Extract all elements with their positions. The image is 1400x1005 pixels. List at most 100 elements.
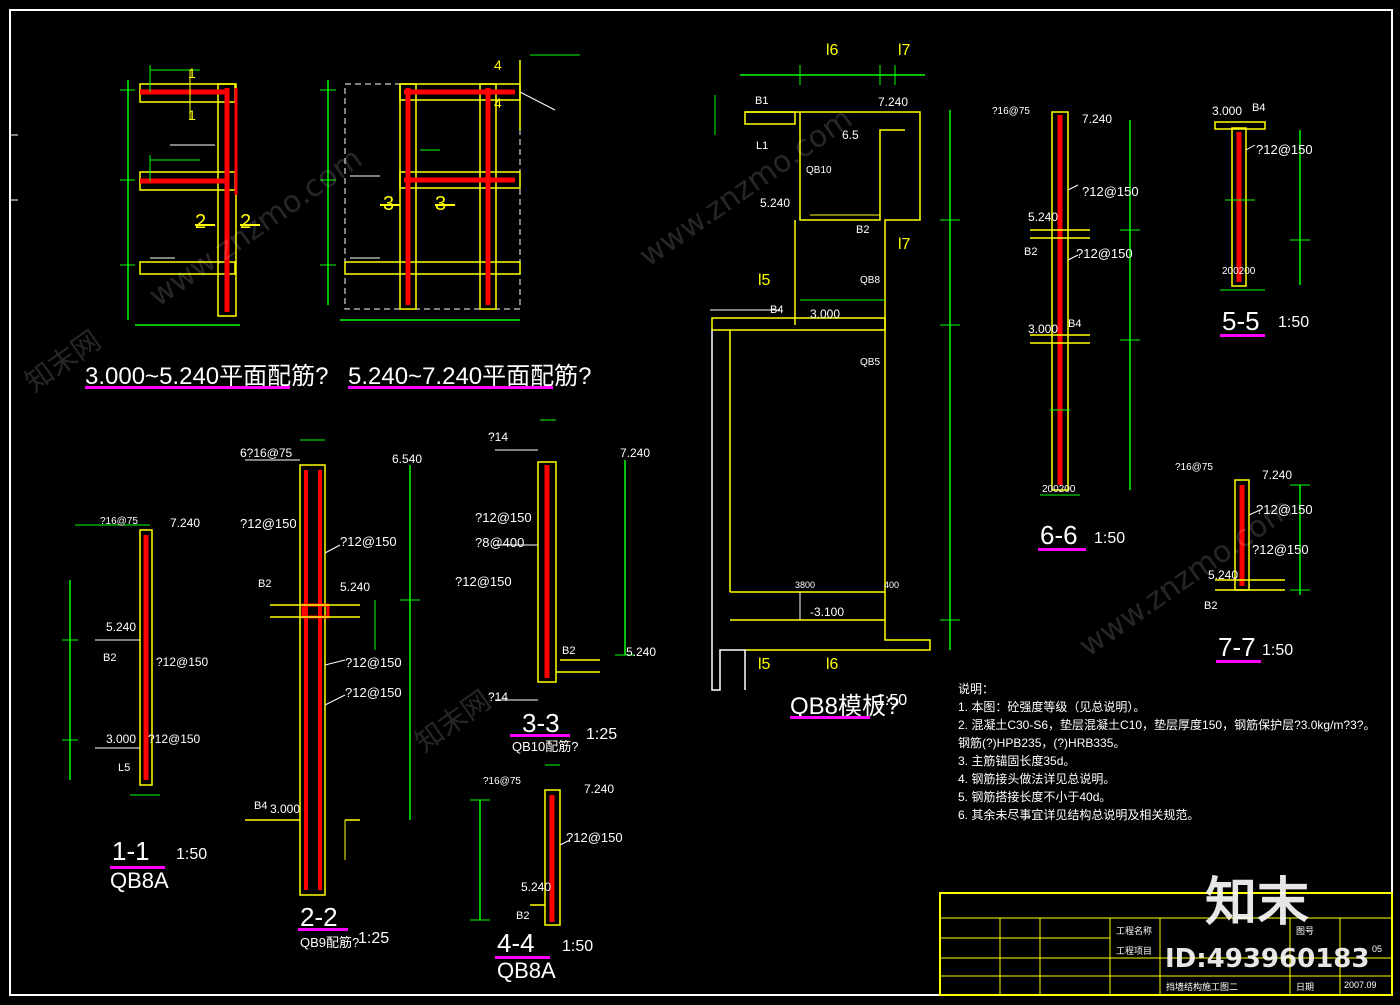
s1-rebar-1: ?12@150 [156, 655, 209, 669]
notes-heading: 说明： [958, 682, 995, 696]
s2-level-5240: 5.240 [340, 580, 371, 594]
s3-beam-b2: B2 [562, 645, 576, 657]
plan-a-section-mark: 2 [240, 211, 251, 233]
s2-title-underline [298, 928, 348, 931]
elevation-scale: 1:50 [876, 692, 908, 709]
s2-rebar-3: ?12@150 [345, 655, 402, 670]
s7-rebar-2: ?12@150 [1252, 542, 1309, 557]
plan-a-section-mark: 2 [195, 211, 206, 233]
elev-beam-b4: B4 [770, 304, 784, 316]
plan-a-section-mark: 1 [188, 107, 196, 123]
elev-grid-mark-16b: l6 [826, 656, 839, 673]
s5-title: 5-5 [1222, 306, 1260, 336]
s1-beam-b2: B2 [103, 652, 117, 664]
s3-rebar-3: ?12@150 [455, 574, 512, 589]
elev-grid-mark-15b: l5 [758, 656, 771, 673]
elev-level-6-5: 6.5 [842, 128, 859, 142]
tb-sheet-name: 挡墙结构施工图二 [1166, 982, 1239, 992]
elev-wall-qb5: QB5 [860, 357, 881, 368]
s6-level-3000: 3.000 [1028, 322, 1059, 336]
s1-title-underline [110, 866, 165, 869]
elevation-title: QB8模板? [790, 693, 900, 720]
elev-grid-mark-17b: l7 [898, 236, 911, 253]
s4-top-bar: ?16@75 [483, 776, 521, 787]
s5-dim: 200200 [1222, 266, 1256, 277]
s6-beam-b4: B4 [1068, 318, 1082, 330]
elev-grid-mark-16: l6 [826, 42, 839, 59]
s4-beam-b2: B2 [516, 910, 530, 922]
s4-rebar: ?12@150 [566, 830, 623, 845]
section-1-1-drawing [62, 524, 160, 796]
s7-rebar-1: ?12@150 [1256, 502, 1313, 517]
s1-scale: 1:50 [176, 846, 208, 863]
s5-level-3000: 3.000 [1212, 104, 1243, 118]
elev-level-7240: 7.240 [878, 95, 909, 109]
s6-rebar-1: ?12@150 [1082, 184, 1139, 199]
title-block [939, 892, 1393, 996]
s7-top-bar: ?16@75 [1175, 462, 1213, 473]
s3-title: 3-3 [522, 708, 560, 738]
note-item: 2. 混凝土C30-S6，垫层混凝土C10，垫层厚度150，钢筋保护层?3.0k… [958, 718, 1376, 732]
s4-level-5240: 5.240 [521, 880, 552, 894]
elev-beam-b2: B2 [856, 224, 870, 236]
s6-level-5240: 5.240 [1028, 210, 1059, 224]
s4-scale: 1:50 [562, 938, 594, 955]
s2-title: 2-2 [300, 902, 338, 932]
s2-level-3000: 3.000 [270, 802, 301, 816]
s6-title: 6-6 [1040, 520, 1078, 550]
s2-rebar-1: ?12@150 [240, 516, 297, 531]
s1-level-3000: 3.000 [106, 732, 137, 746]
note-item: 6. 其余未尽事宜详见结构总说明及相关规范。 [958, 808, 1200, 822]
s5-rebar: ?12@150 [1256, 142, 1313, 157]
plan-b-section-mark: 4 [494, 95, 502, 111]
s7-title: 7-7 [1218, 632, 1256, 662]
elev-level-m3100: -3.100 [810, 605, 845, 619]
plan-b-section-mark: 4 [494, 57, 502, 73]
s4-title-underline [495, 956, 550, 959]
elev-dim-400: 400 [884, 580, 900, 590]
section-5-5-drawing [1214, 121, 1310, 291]
elev-grid-mark-17: l7 [898, 42, 911, 59]
s2-rebar-2: ?12@150 [340, 534, 397, 549]
tb-date-label: 日期 [1296, 982, 1315, 992]
s1-subtitle: QB8A [110, 868, 169, 893]
elev-grid-mark-15: l5 [758, 272, 771, 289]
tb-project-label: 工程名称 [1116, 926, 1153, 936]
s4-subtitle: QB8A [497, 958, 556, 983]
s3-top-bar: ?14 [488, 430, 509, 444]
s6-top-bar: ?16@75 [992, 106, 1030, 117]
s6-beam-b2: B2 [1024, 246, 1038, 258]
elev-beam-b1: B1 [755, 95, 769, 107]
plan-a-drawing [120, 65, 260, 326]
s1-title: 1-1 [112, 836, 150, 866]
plan-b-drawing [320, 54, 580, 321]
s2-top-bar: 6?16@75 [240, 446, 293, 460]
s3-scale: 1:25 [586, 726, 618, 743]
s3-level-7240: 7.240 [620, 446, 651, 460]
s3-rebar-2: ?8@400 [475, 535, 525, 550]
s1-beam-l5: L5 [118, 762, 131, 774]
s5-title-underline [1220, 334, 1265, 337]
s1-level-5240: 5.240 [106, 620, 137, 634]
elev-dim-3800: 3800 [795, 580, 816, 590]
tb-item-label: 工程项目 [1116, 946, 1153, 956]
tb-drawing-no: 05 [1372, 944, 1383, 954]
plan-b-title: 5.240~7.240平面配筋? [348, 363, 592, 390]
s2-level-6540: 6.540 [392, 452, 423, 466]
elevation-title-underline [790, 716, 870, 719]
s4-level-7240: 7.240 [584, 782, 615, 796]
s7-beam-b2: B2 [1204, 600, 1218, 612]
general-notes: 说明： 1. 本图：砼强度等级（见总说明）。 2. 混凝土C30-S6，垫层混凝… [958, 680, 1375, 824]
s5-beam-b4: B4 [1252, 102, 1266, 114]
note-item: 1. 本图：砼强度等级（见总说明）。 [958, 700, 1146, 714]
plan-a-title-underline [85, 386, 290, 389]
section-2-2-drawing [245, 439, 420, 896]
s1-level-7240: 7.240 [170, 516, 201, 530]
elevation-drawing [710, 65, 960, 691]
s1-rebar-2: ?12@150 [148, 732, 201, 746]
watermark-logo: 知末 [1205, 873, 1310, 933]
s2-subtitle: QB9配筋? [300, 935, 360, 950]
s7-level-7240: 7.240 [1262, 468, 1293, 482]
s2-beam-b4: B4 [254, 800, 268, 812]
